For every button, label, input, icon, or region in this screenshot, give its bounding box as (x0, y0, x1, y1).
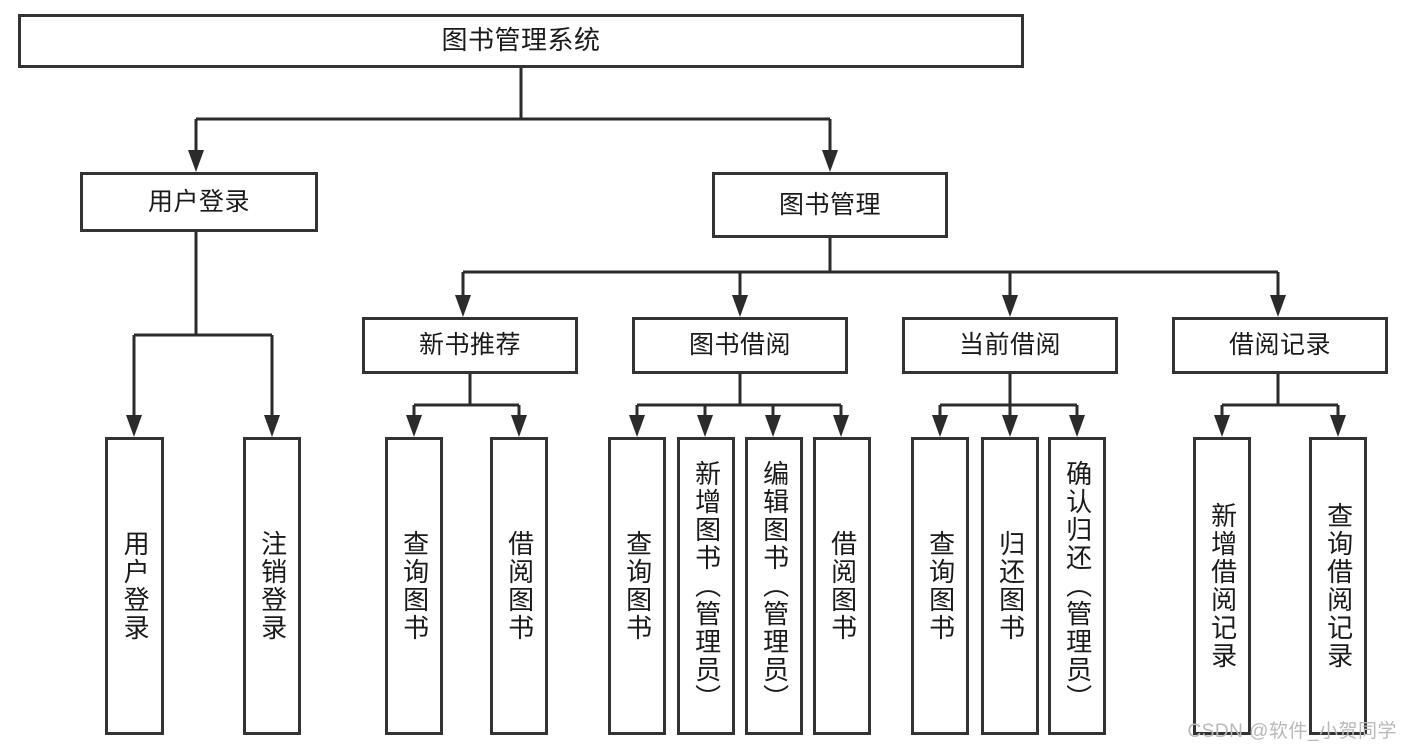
node-book-borrow[interactable]: 图书借阅 (632, 317, 848, 374)
leaf-borrow-book-1[interactable]: 借阅图书 (490, 437, 548, 735)
leaf-query-borrow-record[interactable]: 查询借阅记录 (1309, 437, 1367, 735)
node-label: 新增图书（管理员） (691, 460, 722, 712)
node-label: 新增借阅记录 (1207, 502, 1238, 670)
node-label: 查询借阅记录 (1323, 502, 1354, 670)
node-label: 借阅图书 (827, 530, 858, 642)
leaf-return-book[interactable]: 归还图书 (981, 437, 1039, 735)
leaf-borrow-book-2[interactable]: 借阅图书 (813, 437, 871, 735)
node-user-login[interactable]: 用户登录 (80, 172, 318, 232)
leaf-logout[interactable]: 注销登录 (243, 437, 301, 735)
node-label: 新书推荐 (418, 331, 521, 360)
leaf-edit-book-admin[interactable]: 编辑图书（管理员） (745, 437, 803, 735)
node-book-management[interactable]: 图书管理 (712, 172, 948, 238)
leaf-query-book-1[interactable]: 查询图书 (385, 437, 443, 735)
node-current-borrow[interactable]: 当前借阅 (902, 317, 1118, 374)
node-label: 图书借阅 (688, 331, 791, 360)
node-borrow-record[interactable]: 借阅记录 (1172, 317, 1388, 374)
node-label: 借阅图书 (504, 530, 535, 642)
node-label: 编辑图书（管理员） (759, 460, 790, 712)
node-label: 归还图书 (995, 530, 1026, 642)
node-label: 查询图书 (622, 530, 653, 642)
node-label: 用户登录 (120, 530, 151, 642)
leaf-add-book-admin[interactable]: 新增图书（管理员） (677, 437, 735, 735)
node-label: 查询图书 (925, 530, 956, 642)
node-root-system[interactable]: 图书管理系统 (18, 14, 1024, 68)
node-new-book-recommend[interactable]: 新书推荐 (362, 317, 578, 374)
csdn-watermark: CSDN @软件_小贺同学 (1187, 721, 1397, 742)
leaf-confirm-return-admin[interactable]: 确认归还（管理员） (1048, 437, 1106, 735)
leaf-query-book-3[interactable]: 查询图书 (911, 437, 969, 735)
leaf-query-book-2[interactable]: 查询图书 (608, 437, 666, 735)
node-label: 借阅记录 (1228, 331, 1331, 360)
leaf-add-borrow-record[interactable]: 新增借阅记录 (1193, 437, 1251, 735)
node-label: 当前借阅 (958, 331, 1061, 360)
node-label: 用户登录 (147, 187, 250, 216)
node-label: 图书管理系统 (441, 25, 601, 56)
leaf-user-login[interactable]: 用户登录 (105, 437, 164, 735)
node-label: 确认归还（管理员） (1062, 460, 1093, 712)
node-label: 图书管理 (778, 190, 881, 219)
node-label: 注销登录 (257, 530, 288, 642)
node-label: 查询图书 (399, 530, 430, 642)
